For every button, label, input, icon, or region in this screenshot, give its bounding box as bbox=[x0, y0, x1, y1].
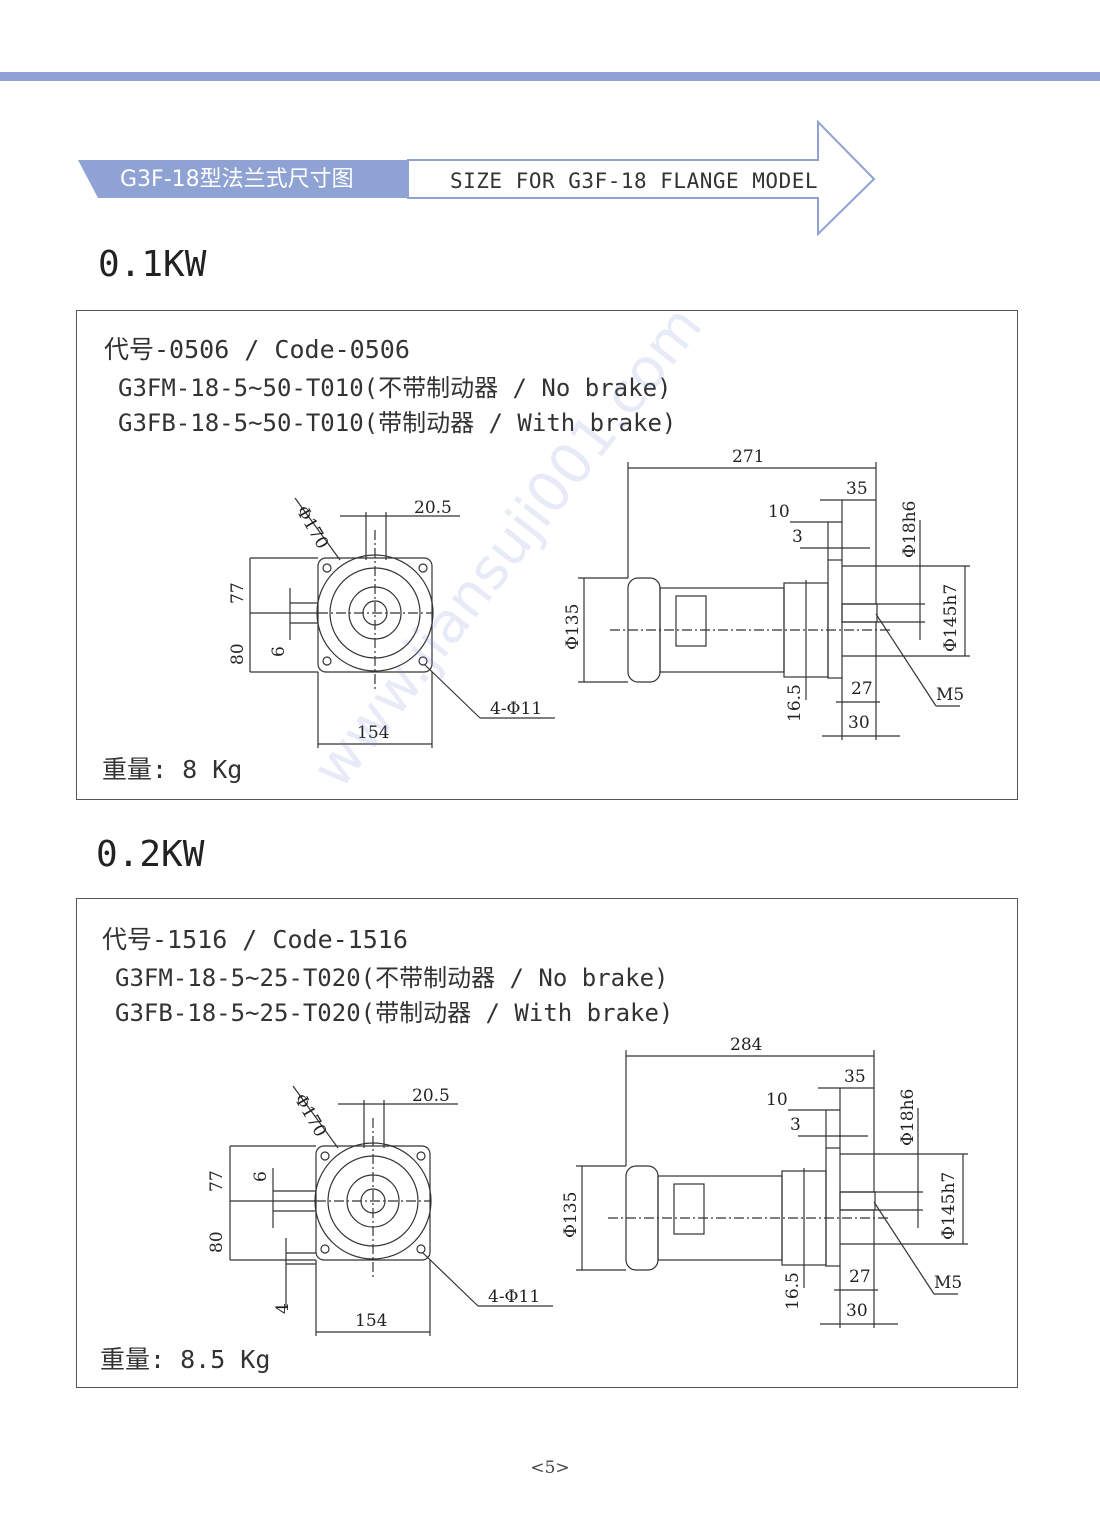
shaft-dia-label-1: Φ18h6 bbox=[900, 501, 920, 558]
dimension-drawing-2: Φ170 20.5 77 80 6 4 154 4-Φ11 284 35 10 … bbox=[207, 1035, 968, 1336]
key-label-1: 6 bbox=[269, 646, 289, 657]
spec-card-2 bbox=[76, 898, 1018, 1388]
power-rating-2: 0.2KW bbox=[96, 834, 205, 875]
dim-10-label-2: 10 bbox=[766, 1090, 788, 1110]
spec-card-1 bbox=[76, 310, 1018, 800]
dim-35-label-1: 35 bbox=[846, 479, 868, 499]
thread-label-2: M5 bbox=[934, 1273, 962, 1293]
dim-16-label-1: 16.5 bbox=[785, 684, 805, 722]
width-label-2: 154 bbox=[355, 1311, 387, 1331]
weight-label-1: 重量: 8 Kg bbox=[102, 755, 243, 784]
dimension-drawing-1: Φ170 20.5 77 80 6 154 4-Φ11 271 35 10 3 … bbox=[228, 447, 970, 748]
offset-label-1: 20.5 bbox=[414, 498, 452, 518]
width-label-1: 154 bbox=[357, 723, 389, 743]
page-number: <5> bbox=[530, 1458, 570, 1478]
body-dia-label-2: Φ135 bbox=[561, 1192, 581, 1238]
dim-16-label-2: 16.5 bbox=[783, 1272, 803, 1310]
dim-27-label-1: 27 bbox=[851, 679, 873, 699]
holes-label-1: 4-Φ11 bbox=[490, 699, 542, 719]
flange-dia-label-2: Φ170 bbox=[290, 1091, 331, 1141]
dim-3-label-1: 3 bbox=[792, 527, 803, 547]
dim-35-label-2: 35 bbox=[844, 1067, 866, 1087]
dim-30-label-2: 30 bbox=[846, 1301, 868, 1321]
power-rating-1: 0.1KW bbox=[98, 244, 207, 285]
banner-title-en: SIZE FOR G3F-18 FLANGE MODEL bbox=[450, 169, 819, 193]
model-no-brake-1: G3FM-18-5~50-T010(不带制动器 / No brake) bbox=[118, 374, 672, 402]
holes-label-2: 4-Φ11 bbox=[488, 1287, 540, 1307]
model-no-brake-2: G3FM-18-5~25-T020(不带制动器 / No brake) bbox=[115, 964, 669, 992]
weight-label-2: 重量: 8.5 Kg bbox=[100, 1345, 271, 1374]
dim-27-label-2: 27 bbox=[849, 1267, 871, 1287]
model-with-brake-2: G3FB-18-5~25-T020(带制动器 / With brake) bbox=[115, 999, 674, 1027]
upper-label-1: 77 bbox=[228, 582, 248, 604]
code-label-2: 代号-1516 / Code-1516 bbox=[102, 925, 408, 954]
model-with-brake-1: G3FB-18-5~50-T010(带制动器 / With brake) bbox=[118, 409, 677, 437]
shaft-dia-label-2: Φ18h6 bbox=[898, 1089, 918, 1146]
dim-10-label-1: 10 bbox=[768, 502, 790, 522]
pilot-dia-label-1: Φ145h7 bbox=[941, 584, 961, 652]
code-label-1: 代号-0506 / Code-0506 bbox=[104, 335, 410, 364]
dim-30-label-1: 30 bbox=[848, 713, 870, 733]
banner-shape bbox=[78, 119, 876, 237]
lower-label-1: 80 bbox=[228, 643, 248, 665]
upper-label-2: 77 bbox=[207, 1170, 227, 1192]
top-rule bbox=[0, 72, 1100, 81]
banner-title-cn: G3F-18型法兰式尺寸图 bbox=[120, 167, 354, 192]
offset-label-2: 20.5 bbox=[412, 1086, 450, 1106]
bottom-label-2: 4 bbox=[273, 1303, 293, 1314]
thread-label-1: M5 bbox=[936, 685, 964, 705]
dim-3-label-2: 3 bbox=[790, 1115, 801, 1135]
lower-label-2: 80 bbox=[207, 1231, 227, 1253]
key-label-2: 6 bbox=[251, 1171, 271, 1182]
pilot-dia-label-2: Φ145h7 bbox=[939, 1172, 959, 1240]
total-length-label-2: 284 bbox=[730, 1035, 762, 1055]
total-length-label-1: 271 bbox=[732, 447, 764, 467]
body-dia-label-1: Φ135 bbox=[563, 604, 583, 650]
